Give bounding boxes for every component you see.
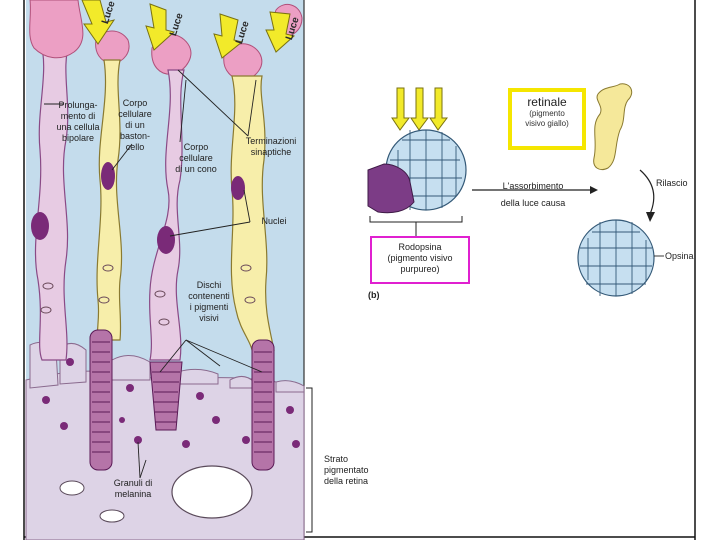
rod-disk-stack-2	[251, 339, 275, 471]
opsin-molecule	[577, 219, 655, 297]
cone-cell	[149, 69, 185, 361]
melanin-granules	[42, 358, 300, 448]
rhodopsin-light-arrows	[391, 87, 448, 131]
retinal-callout-box: retinale (pigmento visivo giallo)	[508, 88, 586, 150]
label-melanin: Granuli di melanina	[113, 478, 153, 499]
panel-label-b: (b)	[368, 290, 380, 300]
label-bipolar: Prolunga- mento di una cellula bipolare	[56, 100, 100, 143]
synaptic-terminal-3	[223, 43, 263, 81]
label-synaptic-terminals: Terminazioni sinaptiche	[245, 136, 297, 157]
mitochondria	[40, 264, 256, 326]
label-rod-body: Corpo cellulare di un baston- cello	[118, 98, 152, 152]
label-nuclei: Nuclei	[261, 216, 287, 226]
pigment-layer-bracket	[306, 387, 313, 533]
leader-lines-left	[44, 69, 263, 479]
light-arrow-2	[145, 3, 176, 51]
retinal-title: retinale	[527, 95, 567, 109]
rhodopsin-bracket	[369, 216, 463, 223]
cone-disk-stack	[149, 361, 183, 431]
retinal-subtitle: (pigmento visivo giallo)	[525, 109, 569, 128]
nucleus-rod-2	[231, 176, 245, 200]
rhodopsin-label: Rodopsina (pigmento visivo purpureo)	[387, 242, 453, 274]
opsin-label: Opsina	[665, 251, 694, 261]
release-arrowhead	[646, 212, 655, 222]
free-retinal	[593, 83, 633, 171]
light-arrow-1	[81, 0, 116, 45]
label-cone-body: Corpo cellulare di un cono	[175, 142, 217, 174]
release-arrow	[639, 169, 655, 215]
nucleus-bipolar	[31, 212, 49, 240]
light-arrow-3	[213, 13, 244, 59]
bipolar-cell	[34, 39, 71, 361]
synaptic-terminal-1	[29, 0, 84, 59]
nucleus-cone	[157, 226, 175, 254]
rod-disk-stack-1	[89, 329, 113, 471]
retinal-bound	[367, 163, 415, 214]
absorption-arrowhead	[590, 186, 598, 194]
epithelial-vesicle-1	[59, 480, 85, 496]
epithelial-vesicle-2	[99, 509, 125, 523]
label-pigment-layer: Strato pigmentato della retina	[324, 454, 369, 486]
synaptic-terminal-4	[95, 30, 130, 65]
release-label: Rilascio	[656, 178, 688, 188]
label-disks: Dischi contenenti i pigmenti visivi	[188, 280, 230, 323]
epithelial-nucleus	[171, 465, 253, 519]
absorption-label: L'assorbimento della luce causa	[500, 181, 566, 208]
nucleus-rod-1	[101, 162, 115, 190]
rhodopsin-callout-box: Rodopsina (pigmento visivo purpureo)	[370, 236, 470, 284]
light-arrows	[81, 0, 296, 59]
light-arrow-4	[265, 11, 296, 53]
rhodopsin-molecule	[367, 129, 467, 214]
